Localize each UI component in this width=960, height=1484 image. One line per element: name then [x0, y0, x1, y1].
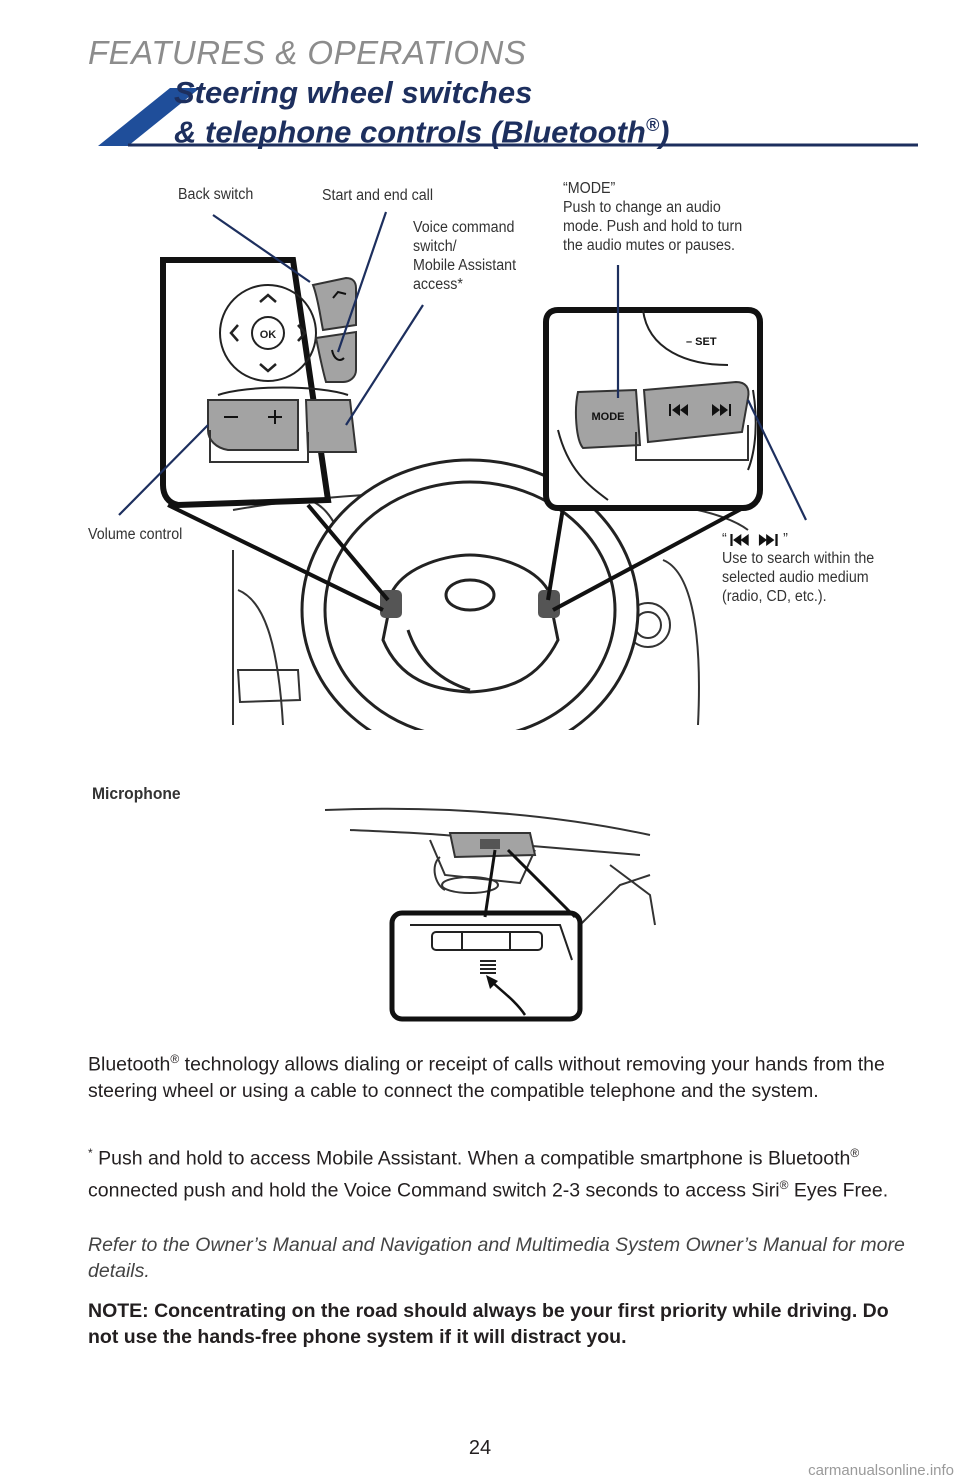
voice-command-line-1: Voice command — [413, 219, 515, 236]
mode-line-4: the audio mutes or pauses. — [563, 237, 736, 254]
seek-forward-icon — [758, 533, 778, 546]
header-accent-bar — [98, 88, 918, 147]
heading-line-2: & telephone controls (Bluetooth®) — [174, 114, 670, 150]
mode-button-label: MODE — [592, 411, 625, 423]
mode-line-1: “MODE” — [563, 180, 616, 197]
page-heading: Steering wheel switches & telephone cont… — [174, 76, 669, 148]
section-title: FEATURES & OPERATIONS — [88, 34, 527, 71]
microphone-label: Microphone — [92, 784, 181, 803]
seek-label: “ ” Use to search within the selected au… — [722, 530, 874, 606]
ok-button-label: OK — [260, 329, 277, 341]
mode-line-3: mode. Push and hold to turn — [563, 218, 743, 235]
voice-command-label: Voice command switch/ Mobile Assistant a… — [413, 218, 516, 294]
voice-command-line-2: switch/ — [413, 238, 457, 255]
voice-command-line-4: access* — [413, 276, 463, 293]
microphone-illustration — [324, 807, 656, 1022]
seek-back-icon — [730, 533, 750, 546]
voice-command-line-3: Mobile Assistant — [413, 257, 517, 274]
back-switch-label: Back switch — [178, 186, 254, 203]
mobile-assistant-footnote: * Push and hold to access Mobile Assista… — [88, 1146, 889, 1201]
watermark: carmanualsonline.info — [808, 1462, 954, 1479]
seek-line-1: Use to search within the — [722, 550, 875, 567]
refer-manual-note: Refer to the Owner’s Manual and Navigati… — [88, 1234, 905, 1282]
set-button-label: – SET — [686, 336, 717, 348]
mode-line-2: Push to change an audio — [563, 199, 721, 216]
heading-line-1: Steering wheel switches — [174, 75, 533, 110]
volume-control-label: Volume control — [88, 526, 183, 543]
steering-wheel-illustration: OK MODE – SET — [118, 211, 807, 730]
seek-symbol-line: “ ” — [722, 531, 788, 548]
seek-line-2: selected audio medium — [722, 569, 869, 586]
start-end-call-label: Start and end call — [322, 187, 433, 204]
safety-note: NOTE: Concentrating on the road should a… — [88, 1300, 889, 1348]
mode-label: “MODE” Push to change an audio mode. Pus… — [563, 179, 742, 255]
bluetooth-paragraph: Bluetooth® technology allows dialing or … — [88, 1052, 885, 1102]
page-number: 24 — [468, 1437, 492, 1459]
seek-line-3: (radio, CD, etc.). — [722, 588, 827, 605]
